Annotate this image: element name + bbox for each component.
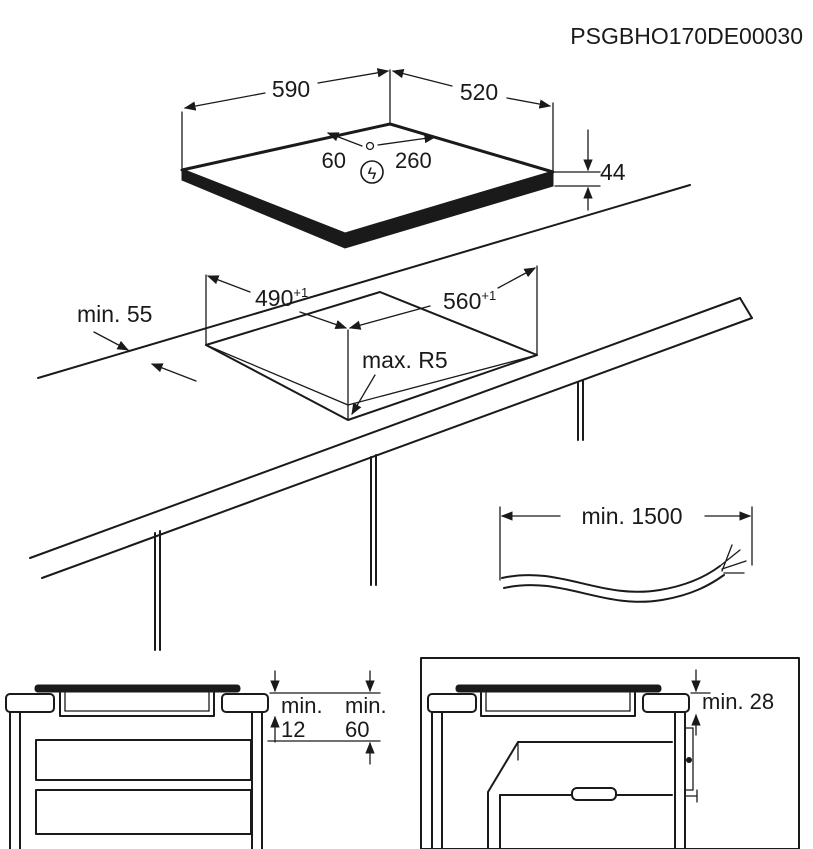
dim-connection-left: 60 <box>322 148 346 173</box>
dim-line-depth <box>391 69 453 87</box>
document-code: PSGBHO170DE00030 <box>570 23 803 49</box>
cable: min. 1500 <box>499 503 753 603</box>
gap-value-a: 12 <box>281 717 305 742</box>
dim-cable-length: min. 1500 <box>581 503 682 529</box>
dim-cutout-width: 490+1 <box>255 285 308 311</box>
installation-left: min. 12 min. 60 <box>5 670 387 849</box>
gap-value-b: 60 <box>345 717 369 742</box>
dim-height: 44 <box>600 159 626 185</box>
dim-line-width <box>183 92 266 111</box>
hob-top-view: 590 520 44 60 260 ϟ <box>180 68 626 249</box>
installation-right: min. 28 <box>420 657 800 849</box>
gap-label-a: min. <box>281 693 323 718</box>
cutout: 490+1 560+1 max. R5 min. 55 <box>77 265 538 421</box>
cable-body <box>501 565 721 593</box>
power-symbol-icon <box>360 160 384 184</box>
dim-connection-right: 260 <box>395 148 432 173</box>
gap-label-b: min. <box>345 693 387 718</box>
dim-cutout-radius: max. R5 <box>362 347 448 373</box>
power-symbol-glyph: ϟ <box>368 164 377 183</box>
connection-point <box>365 141 375 151</box>
gap-label-right: min. 28 <box>702 689 774 714</box>
dim-edge-min: min. 55 <box>77 301 152 327</box>
worktop <box>29 184 753 651</box>
dim-width: 590 <box>272 76 310 102</box>
dim-cutout-depth: 560+1 <box>443 288 496 314</box>
hob-frame-inner <box>191 177 546 242</box>
dim-depth: 520 <box>460 79 498 105</box>
